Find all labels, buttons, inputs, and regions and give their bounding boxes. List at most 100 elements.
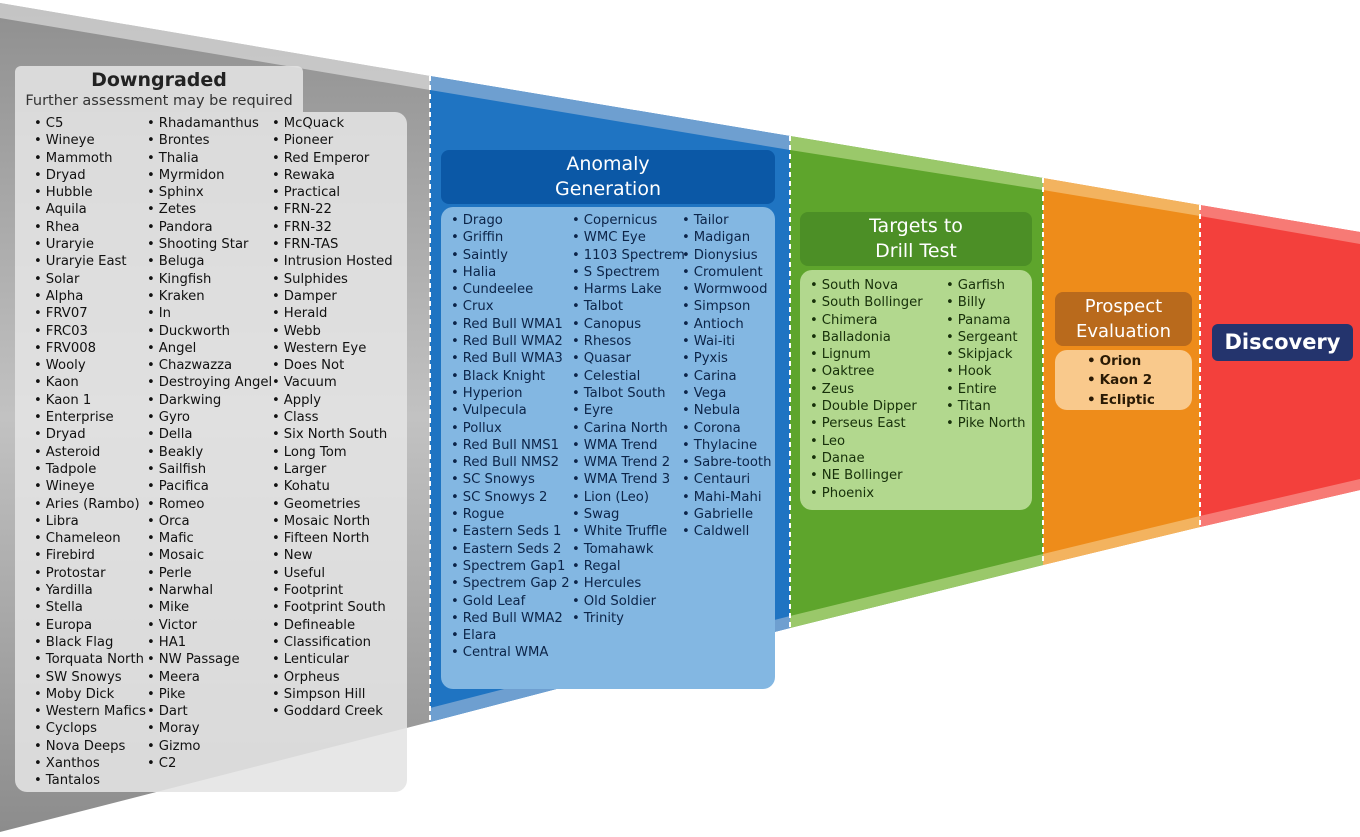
- list-item: Does Not: [272, 357, 393, 374]
- list-item: Pandora: [147, 219, 272, 236]
- list-item: SC Snowys 2: [451, 489, 570, 506]
- list-item: Moray: [147, 720, 272, 737]
- targets-title-line1: Targets to: [869, 215, 963, 237]
- list-item: McQuack: [272, 115, 393, 132]
- anomaly-header: Anomaly Generation: [441, 150, 775, 204]
- list-item: Kaon 2: [1087, 371, 1155, 390]
- list-item: Romeo: [147, 496, 272, 513]
- list-item: WMA Trend 2: [572, 454, 685, 471]
- anomaly-list-box: DragoGriffinSaintlyHaliaCundeeleeCruxRed…: [441, 207, 775, 689]
- list-item: Quasar: [572, 350, 685, 367]
- list-item: Footprint: [272, 582, 393, 599]
- list-item: Fifteen North: [272, 530, 393, 547]
- list-item: Dionysius: [682, 247, 771, 264]
- list-item: Cromulent: [682, 264, 771, 281]
- targets-col-2: GarfishBillyPanamaSergeantSkipjackHookEn…: [946, 277, 1026, 433]
- list-item: Apply: [272, 392, 393, 409]
- list-item: Oaktree: [810, 363, 923, 380]
- list-item: Pacifica: [147, 478, 272, 495]
- list-item: Red Bull WMA2: [451, 610, 570, 627]
- list-item: Danae: [810, 450, 923, 467]
- list-item: Duckworth: [147, 323, 272, 340]
- list-item: Double Dipper: [810, 398, 923, 415]
- list-item: Myrmidon: [147, 167, 272, 184]
- list-item: New: [272, 547, 393, 564]
- targets-title-line2: Drill Test: [875, 240, 957, 262]
- list-item: Black Knight: [451, 368, 570, 385]
- list-item: Billy: [946, 294, 1025, 311]
- list-item: Thylacine: [682, 437, 771, 454]
- list-item: Nova Deeps: [34, 738, 146, 755]
- list-item: Western Mafics: [34, 703, 146, 720]
- list-item: Yardilla: [34, 582, 146, 599]
- list-item: Copernicus: [572, 212, 685, 229]
- stage-discovery-band: [1200, 205, 1360, 527]
- list-item: Footprint South: [272, 599, 393, 616]
- list-item: Chameleon: [34, 530, 146, 547]
- list-item: Tadpole: [34, 461, 146, 478]
- list-item: SW Snowys: [34, 669, 146, 686]
- list-item: Narwhal: [147, 582, 272, 599]
- list-item: FRN-TAS: [272, 236, 393, 253]
- list-item: Wineye: [34, 132, 146, 149]
- list-item: Crux: [451, 298, 570, 315]
- anomaly-title-line1: Anomaly: [566, 153, 650, 175]
- list-item: Gold Leaf: [451, 593, 570, 610]
- list-item: Goddard Creek: [272, 703, 393, 720]
- downgraded-col-1: C5WineyeMammothDryadHubbleAquilaRheaUrar…: [34, 115, 146, 790]
- list-item: Tantalos: [34, 772, 146, 789]
- list-item: Kohatu: [272, 478, 393, 495]
- list-item: Beluga: [147, 253, 272, 270]
- list-item: Old Soldier: [572, 593, 685, 610]
- list-item: Eastern Seds 2: [451, 541, 570, 558]
- list-item: Perseus East: [810, 415, 923, 432]
- list-item: Sphinx: [147, 184, 272, 201]
- list-item: Mosaic: [147, 547, 272, 564]
- list-item: Lignum: [810, 346, 923, 363]
- list-item: Antioch: [682, 316, 771, 333]
- list-item: Libra: [34, 513, 146, 530]
- list-item: Western Eye: [272, 340, 393, 357]
- list-item: Meera: [147, 669, 272, 686]
- list-item: Uraryie East: [34, 253, 146, 270]
- list-item: Regal: [572, 558, 685, 575]
- list-item: FRV008: [34, 340, 146, 357]
- list-item: Sulphides: [272, 271, 393, 288]
- anomaly-col-1: DragoGriffinSaintlyHaliaCundeeleeCruxRed…: [451, 212, 570, 662]
- list-item: Europa: [34, 617, 146, 634]
- list-item: Defineable: [272, 617, 393, 634]
- list-item: Wineye: [34, 478, 146, 495]
- list-item: Wai-iti: [682, 333, 771, 350]
- list-item: Rogue: [451, 506, 570, 523]
- list-item: Useful: [272, 565, 393, 582]
- list-item: Hubble: [34, 184, 146, 201]
- list-item: Rhesos: [572, 333, 685, 350]
- list-item: Hook: [946, 363, 1025, 380]
- list-item: Black Flag: [34, 634, 146, 651]
- list-item: Vulpecula: [451, 402, 570, 419]
- list-item: C2: [147, 755, 272, 772]
- list-item: Carina: [682, 368, 771, 385]
- top-strip-blue: [430, 76, 790, 150]
- prospect-title-line2: Evaluation: [1076, 321, 1171, 342]
- bottom-strip-red: [1200, 479, 1360, 527]
- list-item: Phoenix: [810, 485, 923, 502]
- list-item: Beakly: [147, 444, 272, 461]
- list-item: Orca: [147, 513, 272, 530]
- list-item: Larger: [272, 461, 393, 478]
- list-item: Red Bull WMA3: [451, 350, 570, 367]
- list-item: Chimera: [810, 312, 923, 329]
- bottom-strip-orange: [1043, 516, 1200, 565]
- list-item: Halia: [451, 264, 570, 281]
- list-item: Rhea: [34, 219, 146, 236]
- top-strip-gray: [0, 3, 430, 90]
- downgraded-subtitle: Further assessment may be required: [25, 93, 293, 109]
- list-item: Sailfish: [147, 461, 272, 478]
- prospect-header: Prospect Evaluation: [1055, 292, 1192, 346]
- top-strip-red: [1200, 205, 1360, 244]
- list-item: Protostar: [34, 565, 146, 582]
- list-item: Wormwood: [682, 281, 771, 298]
- list-item: Mammoth: [34, 150, 146, 167]
- list-item: FRN-22: [272, 201, 393, 218]
- list-item: NE Bollinger: [810, 467, 923, 484]
